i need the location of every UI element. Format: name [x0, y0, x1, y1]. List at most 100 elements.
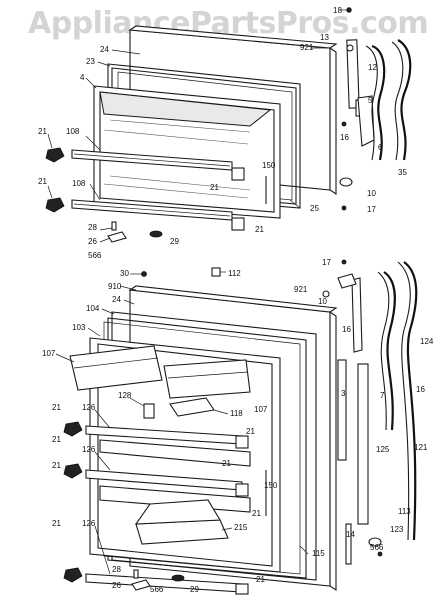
plug-921[interactable] — [322, 290, 330, 298]
dairy-door-left[interactable] — [69, 345, 163, 391]
screw-30[interactable] — [141, 271, 147, 277]
door-handle-121[interactable] — [397, 261, 418, 541]
callout: 14 — [346, 530, 355, 539]
callout: 108 — [72, 179, 86, 188]
button-29[interactable] — [149, 230, 163, 238]
callout: 566 — [88, 251, 102, 260]
callout: 126 — [82, 403, 96, 412]
door-stop-3[interactable] — [337, 359, 347, 461]
freezer-door-callouts: 18 921 13 12 24 23 4 5 108 21 108 21 150… — [38, 6, 407, 260]
callout: 10 — [367, 189, 376, 198]
bushing-10[interactable] — [337, 273, 357, 289]
callout: 107 — [254, 405, 268, 414]
callout: 118 — [230, 409, 243, 418]
callout: 107 — [42, 349, 56, 358]
shelf-bar-3[interactable] — [85, 573, 243, 593]
callout: 35 — [398, 168, 407, 177]
callout: 104 — [86, 304, 100, 313]
door-handle-35[interactable] — [391, 39, 412, 161]
pin-123[interactable] — [377, 551, 383, 557]
callout: 128 — [118, 391, 132, 400]
callout: 29 — [190, 585, 199, 594]
callout: 126 — [82, 519, 96, 528]
callout: 29 — [170, 237, 179, 246]
callout: 215 — [234, 523, 248, 532]
callout: 24 — [100, 45, 109, 54]
shelf-end-cap-left[interactable] — [63, 421, 83, 583]
callout: 21 — [52, 435, 61, 444]
callout: 566 — [370, 543, 384, 552]
callout: 26 — [112, 581, 121, 590]
screw-18[interactable] — [346, 7, 352, 13]
button-29[interactable] — [171, 574, 185, 582]
callout: 23 — [86, 57, 95, 66]
callout: 921 — [300, 43, 314, 52]
callout: 21 — [222, 459, 231, 468]
cam-28[interactable] — [111, 221, 117, 231]
liner-ribs — [103, 129, 249, 199]
freezer-door-assembly — [45, 7, 412, 243]
callout: 21 — [52, 403, 61, 412]
callout: 108 — [66, 127, 80, 136]
callout: 30 — [120, 269, 129, 278]
callout: 21 — [252, 509, 261, 518]
dairy-door-right[interactable] — [163, 359, 251, 399]
callout: 112 — [228, 269, 241, 278]
callout: 126 — [82, 445, 96, 454]
door-trim-125[interactable] — [357, 363, 369, 525]
pin-17[interactable] — [341, 205, 347, 211]
plug-13[interactable] — [346, 44, 354, 52]
callout: 21 — [255, 225, 264, 234]
callout: 121 — [414, 443, 428, 452]
butter-clip-128[interactable] — [143, 403, 155, 419]
callout: 24 — [112, 295, 121, 304]
callout: 113 — [398, 507, 411, 516]
callout: 150 — [264, 481, 278, 490]
callout: 4 — [80, 73, 85, 82]
callout: 6 — [378, 143, 383, 152]
callout: 12 — [368, 63, 377, 72]
callout: 16 — [342, 325, 351, 334]
screw-16[interactable] — [341, 121, 347, 127]
callout: 910 — [108, 282, 122, 291]
shelf-end-cap-right[interactable] — [235, 435, 249, 595]
callout: 16 — [340, 133, 349, 142]
callout: 21 — [38, 127, 47, 136]
bottle-bin-215[interactable] — [134, 499, 229, 545]
hinge-bracket-16[interactable] — [351, 277, 363, 353]
callout: 21 — [256, 575, 265, 584]
callout: 16 — [416, 385, 425, 394]
door-handle-7[interactable] — [377, 271, 396, 431]
callout: 21 — [38, 177, 47, 186]
clip-112[interactable] — [211, 267, 221, 277]
callout: 103 — [72, 323, 86, 332]
callout: 5 — [368, 96, 373, 105]
callout: 124 — [420, 337, 434, 346]
callout: 18 — [333, 6, 342, 15]
callout: 28 — [88, 223, 97, 232]
fresh-food-door-callouts: 30 112 17 910 24 104 921 10 103 107 16 1… — [42, 258, 434, 594]
cam-113[interactable] — [368, 537, 382, 547]
cam-28[interactable] — [133, 569, 139, 579]
screw-17[interactable] — [341, 259, 347, 265]
door-liner[interactable] — [89, 337, 281, 573]
callout: 115 — [312, 549, 325, 558]
shelf-end-cap-right[interactable] — [231, 167, 245, 231]
callout: 3 — [341, 389, 346, 398]
callout: 921 — [294, 285, 308, 294]
callout: 21 — [210, 183, 219, 192]
callout: 17 — [322, 258, 331, 267]
strip-14[interactable] — [345, 523, 352, 565]
door-handle-6[interactable] — [365, 44, 386, 161]
shelf-end-cap-left[interactable] — [45, 147, 65, 213]
leader-lines — [47, 9, 347, 575]
plate-26[interactable] — [107, 231, 127, 243]
plate-26[interactable] — [131, 579, 151, 591]
bushing-10[interactable] — [339, 177, 353, 187]
callout: 7 — [380, 391, 385, 400]
callout: 13 — [320, 33, 329, 42]
callout: 25 — [310, 204, 319, 213]
callout: 21 — [246, 427, 255, 436]
callout: 17 — [367, 205, 376, 214]
